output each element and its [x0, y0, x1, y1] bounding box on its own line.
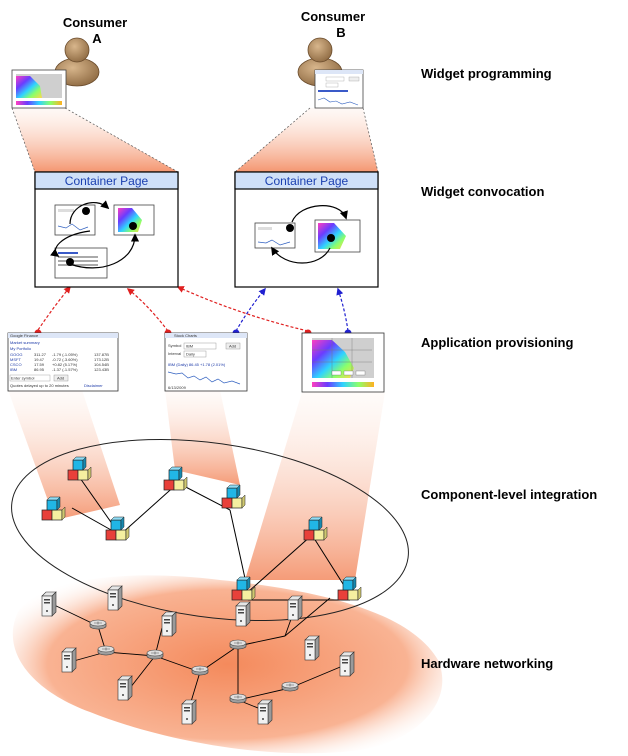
finance-symbol-input: [9, 374, 51, 382]
stockchart-date: 6/13/2009: [168, 385, 187, 390]
container-page-a: Container Page: [34, 171, 179, 288]
color-scale: [312, 382, 374, 387]
layer-label-hardware-networking: Hardware networking: [421, 656, 553, 671]
stockchart-interval-label: Interval: [168, 351, 181, 356]
consumer-b-widget: [297, 37, 364, 109]
server-icon: [304, 635, 320, 661]
finance-row-change: -1.37 (-1.57%): [52, 367, 78, 372]
stockchart-interval-select: [183, 350, 207, 358]
layer-label-component-integration: Component-level integration: [421, 487, 597, 502]
provisioning-funnels: [8, 390, 385, 580]
finance-rows: GOOG 311.27 -1.79 (-1.05%) 137.87B MSFT …: [10, 352, 109, 372]
server-icon: [235, 601, 251, 627]
container-page-title: Container Page: [65, 174, 149, 188]
consumer-a-letter: A: [92, 31, 102, 46]
widget-funnels: [12, 108, 378, 172]
server-icon: [339, 651, 355, 677]
stockchart-quote: IBM (Daily) 86.45 +1.78 (2.01%): [168, 362, 226, 367]
router-icon: [229, 693, 247, 704]
server-icon: [257, 699, 273, 725]
router-icon: [229, 639, 247, 650]
finance-portfolio-link: My Portfolio: [10, 346, 32, 351]
component-cube-icon: [221, 484, 246, 509]
router-icon: [281, 681, 299, 692]
finance-footer: Quotes delayed up to 20 minutes: [10, 383, 69, 388]
consumer-b-label: Consumer: [301, 9, 365, 24]
finance-row-cap: 123.43B: [94, 367, 109, 372]
weather-map-widget: [301, 332, 385, 393]
router-icon: [97, 645, 115, 656]
layer-label-widget-programming: Widget programming: [421, 66, 552, 81]
finance-row-price: 19.47: [34, 357, 45, 362]
finance-row-symbol: CSCO: [10, 362, 22, 367]
stockchart-widget: Stock Charts Symbol IBM Add Interval Dai…: [164, 332, 248, 392]
stockchart-symbol-input: [183, 342, 217, 350]
heatmap-region: [312, 340, 354, 378]
finance-row-cap: 137.87B: [94, 352, 109, 357]
consumer-a-label: Consumer: [63, 15, 127, 30]
component-cube-icon: [337, 576, 362, 601]
finance-row-change: -1.79 (-1.05%): [52, 352, 78, 357]
router-icon: [146, 649, 164, 660]
finance-row-price: 311.27: [34, 352, 47, 357]
finance-row-price: 86.95: [34, 367, 45, 372]
finance-row-change: +0.82 (5.17%): [52, 362, 78, 367]
hardware-network-area: [12, 575, 443, 754]
finance-row-cap: 104.54B: [94, 362, 109, 367]
stockchart-symbol-label: Symbol: [168, 343, 181, 348]
finance-add-button: [53, 374, 69, 382]
container-page-b: Container Page: [234, 171, 379, 288]
finance-row-change: -0.72 (-3.60%): [52, 357, 78, 362]
router-icon: [191, 665, 209, 676]
finance-widget: Google Finance Market summary My Portfol…: [7, 332, 119, 392]
stockchart-symbol-value: IBM: [186, 344, 193, 349]
finance-row-symbol: GOOG: [10, 352, 22, 357]
provisioning-arrows: [37, 285, 349, 332]
stockchart-add-button: [225, 342, 241, 350]
container-page-title: Container Page: [265, 174, 349, 188]
server-icon: [61, 647, 77, 673]
layer-label-widget-convocation: Widget convocation: [421, 184, 544, 199]
server-icon: [161, 611, 177, 637]
server-icon: [117, 675, 133, 701]
finance-input-placeholder: Enter symbol: [11, 376, 34, 381]
component-integration-ellipse: [11, 438, 409, 622]
dotted-projection-lines: [11, 107, 379, 173]
finance-disclaimer-link: Disclaimer: [84, 383, 103, 388]
stockchart-interval-value: Daily: [186, 352, 195, 357]
finance-add-label: Add: [57, 376, 64, 381]
server-icon: [287, 595, 303, 621]
finance-row-price: 17.59: [34, 362, 45, 367]
server-icon: [41, 591, 57, 617]
stockchart-title: Stock Charts: [174, 333, 197, 338]
router-icon: [89, 619, 107, 630]
finance-market-link: Market summary: [10, 340, 40, 345]
finance-row-symbol: IBM: [10, 367, 17, 372]
server-icon: [181, 699, 197, 725]
consumer-b-letter: B: [336, 25, 345, 40]
server-icon: [107, 585, 123, 611]
stockchart-line: [167, 371, 241, 385]
finance-row-symbol: MSFT: [10, 357, 21, 362]
stockchart-add-label: Add: [229, 344, 236, 349]
finance-widget-title: Google Finance: [10, 333, 39, 338]
finance-row-cap: 173.12B: [94, 357, 109, 362]
consumer-a-widget: [11, 37, 100, 109]
layer-label-application-provisioning: Application provisioning: [421, 335, 573, 350]
